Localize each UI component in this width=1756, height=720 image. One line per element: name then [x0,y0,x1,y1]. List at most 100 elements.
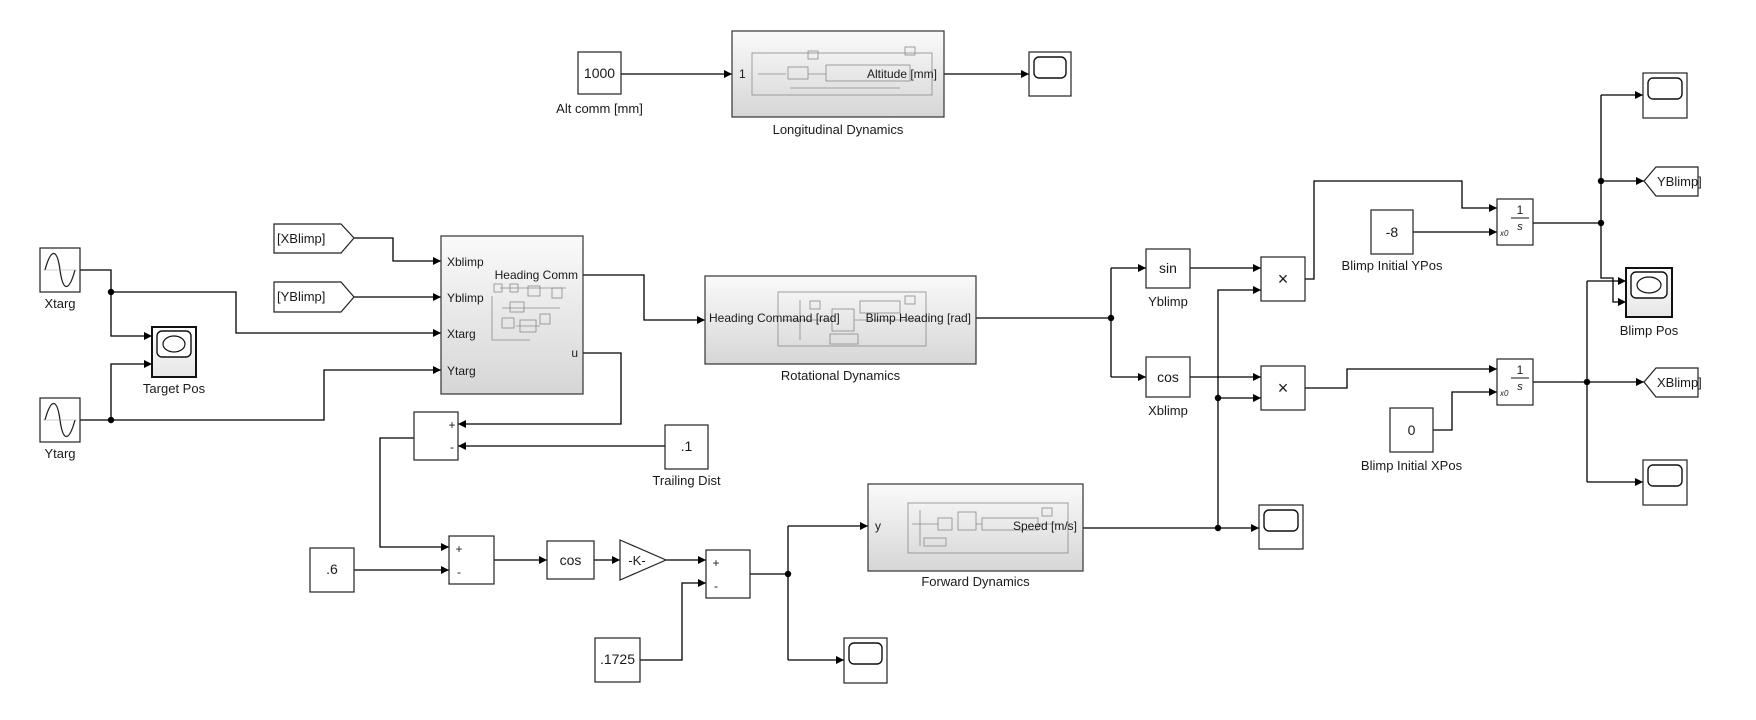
line-u-to-sum1[interactable] [458,352,622,428]
line-speed-to-prod1[interactable] [1217,286,1261,528]
integ-y-den: s [1517,221,1523,233]
sum3-block[interactable]: + - [705,549,751,599]
blimp-initial-xpos-constant[interactable]: 0 Blimp Initial XPos [1361,407,1463,473]
xtarg-sine-source[interactable]: Xtarg [39,247,81,311]
integ-y-num: 1 [1517,203,1524,217]
target-pos-label: Target Pos [143,381,206,396]
speed-scope[interactable] [1258,504,1304,550]
xblimp-scope[interactable] [1642,459,1688,506]
sin-block[interactable]: sin Yblimp [1145,248,1191,309]
line-xtarg-to-controller[interactable] [111,291,441,337]
longitudinal-out-port: Altitude [mm] [867,67,937,81]
rotational-out-port: Blimp Heading [rad] [866,311,971,325]
cos-block-heading[interactable]: cos Xblimp [1145,356,1191,418]
cos-heading-text: cos [1157,369,1179,385]
longitudinal-dynamics-subsystem[interactable]: 1 Altitude [mm] Longitudinal Dynamics [731,30,945,137]
forward-dynamics-subsystem[interactable]: y Speed [m/s] Forward Dynamics [867,483,1084,589]
subsystem-preview [777,291,927,347]
sum3-sign-plus: + [712,556,719,570]
target-pos-scope[interactable]: Target Pos [143,326,206,396]
blimp-pos-scope[interactable]: Blimp Pos [1620,267,1679,338]
gain-text: -K- [628,553,645,568]
yblimp-scope[interactable] [1642,72,1688,119]
longitudinal-label: Longitudinal Dynamics [773,122,904,137]
trailing-dist-constant[interactable]: .1 Trailing Dist [652,424,721,488]
init-y-label: Blimp Initial YPos [1342,258,1443,273]
ytarg-label: Ytarg [44,446,75,461]
goto-yblimp-in[interactable]: [YBlimp] [273,281,355,313]
junction-dot [1214,394,1222,402]
trailing-label: Trailing Dist [652,473,721,488]
integ-x-num: 1 [1517,363,1524,377]
trailing-value: .1 [681,438,693,454]
init-x-label: Blimp Initial XPos [1361,458,1463,473]
line-heading-to-rotational[interactable] [583,274,705,324]
const-1725-block[interactable]: .1725 [594,637,641,683]
controller-port-yblimp: Yblimp [447,291,484,305]
alt-comm-constant[interactable]: 1000 Alt comm [mm] [556,51,643,116]
line-1725-to-sum3[interactable] [640,579,706,661]
line-prod1-to-integ-y[interactable] [1305,180,1497,280]
scope-icon [162,335,186,353]
longitudinal-in-port: 1 [739,67,746,81]
const-1725-value: .1725 [600,651,635,667]
cos-mid-text: cos [560,552,582,568]
line-sum1-to-sum2[interactable] [379,437,449,551]
controller-port-heading: Heading Comm [495,268,578,282]
init-x-value: 0 [1408,422,1416,438]
sum2-sign-minus: - [457,565,461,579]
line-prod2-to-integ-x[interactable] [1305,365,1497,389]
altitude-scope[interactable] [1028,51,1072,97]
blimp-initial-ypos-constant[interactable]: -8 Blimp Initial YPos [1342,209,1443,273]
controller-port-xtarg: Xtarg [447,327,476,341]
const-06-value: .6 [326,561,338,577]
line-xblimp-to-controller[interactable] [354,237,441,265]
controller-port-u: u [571,346,578,360]
line-ytarg-to-controller[interactable] [111,366,441,421]
alt-comm-value: 1000 [584,65,615,81]
line-initx-to-integ[interactable] [1433,388,1497,431]
goto-yblimp-in-text: [YBlimp] [277,289,325,304]
const-06-block[interactable]: .6 [309,547,355,593]
junction-dot [107,288,115,296]
subsystem-preview [491,283,566,341]
controller-subsystem[interactable]: Xblimp Yblimp Xtarg Ytarg Heading Comm u [440,235,584,395]
junction-dot [1214,524,1222,532]
junction-dot [1597,219,1605,227]
sum1-sign-plus: + [448,418,455,432]
scope-icon [1636,276,1662,294]
sin-text: sin [1159,260,1177,276]
cos-block-mid[interactable]: cos [546,540,595,580]
sum3-output-scope[interactable] [843,637,888,684]
rotational-dynamics-subsystem[interactable]: Heading Command [rad] Blimp Heading [rad… [704,275,977,383]
ytarg-sine-source[interactable]: Ytarg [39,397,81,461]
integrator-x[interactable]: 1 s x0 [1496,358,1534,406]
subsystem-preview [751,46,933,96]
line-y-to-blimppos[interactable] [1600,223,1626,306]
rotational-in-port: Heading Command [rad] [709,311,840,325]
line-ytarg-to-targetpos[interactable] [80,360,152,421]
integ-y-ic: x0 [1499,229,1509,238]
junction-dot [1107,314,1115,322]
sum1-sign-minus: - [450,440,454,454]
line-xtarg-to-targetpos[interactable] [80,269,152,340]
gain-block[interactable]: -K- [619,539,668,581]
goto-yblimp-out-text: YBlimp] [1657,174,1702,189]
goto-xblimp-out[interactable]: XBlimp] [1643,367,1702,398]
init-y-value: -8 [1386,224,1399,240]
forward-label: Forward Dynamics [921,574,1030,589]
product-block-2[interactable]: × [1260,365,1306,411]
integrator-y[interactable]: 1 s x0 [1496,198,1534,246]
blimp-pos-label: Blimp Pos [1620,323,1679,338]
sin-label: Yblimp [1148,294,1188,309]
goto-xblimp-in[interactable]: [XBlimp] [273,223,355,254]
product-block-1[interactable]: × [1260,256,1306,302]
alt-comm-label: Alt comm [mm] [556,101,643,116]
junction-dot [1597,177,1605,185]
product2-text: × [1278,378,1289,398]
sum2-block[interactable]: + - [448,535,495,585]
sum1-block[interactable]: + - [413,411,459,461]
subsystem-preview [907,502,1069,554]
goto-yblimp-out[interactable]: YBlimp] [1643,166,1702,197]
